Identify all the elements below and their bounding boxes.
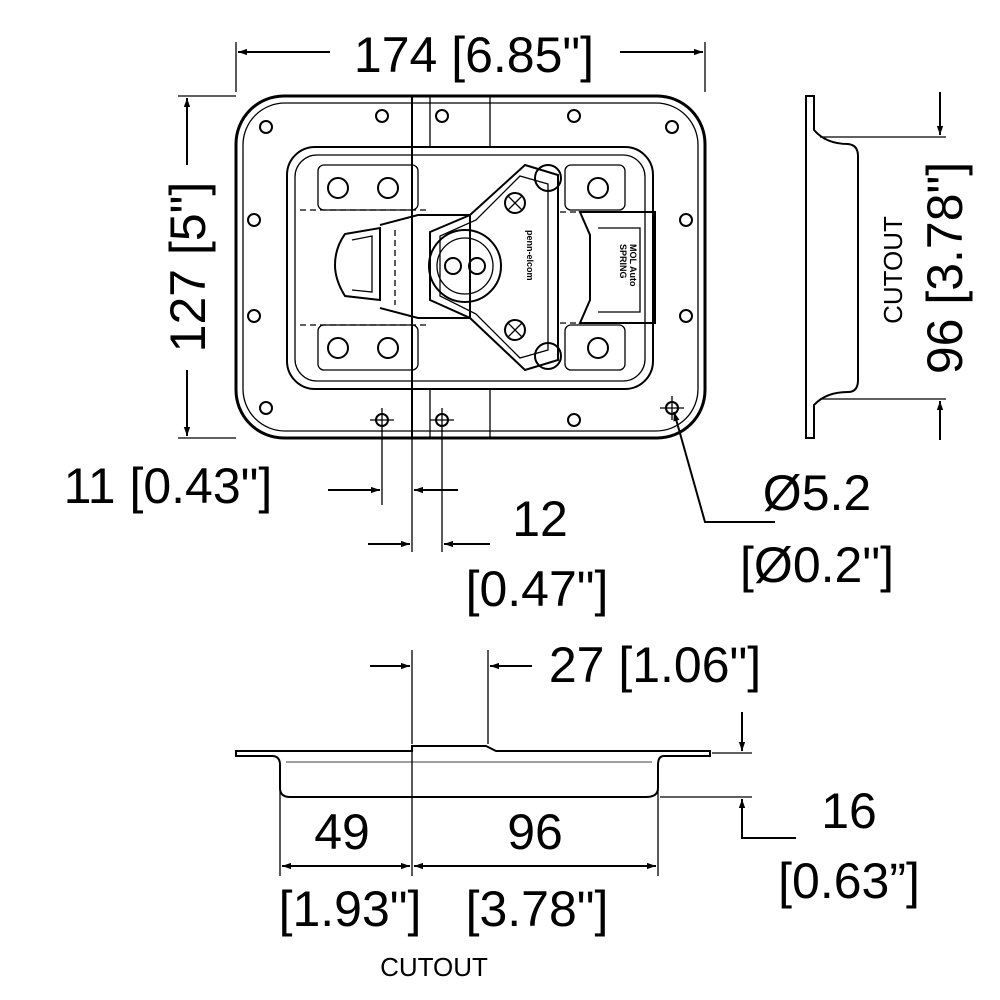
bottom-width-dimensions: 49 [1.93"] 96 [3.78"] CUTOUT (279, 790, 659, 982)
badge-line-2: SPRING (618, 244, 628, 279)
side-cutout-dimension: 96 [3.78"] (917, 162, 973, 374)
width-49-label: 49 (314, 804, 370, 860)
depth-label-top: 16 (821, 783, 877, 839)
latch-front-view: penn-elcom MOL Auto SPRING (234, 94, 707, 440)
overall-height-label: 127 [5"] (160, 182, 216, 353)
width-96-label-inch: [3.78"] (466, 881, 609, 937)
recessed-dish-inner (294, 154, 646, 382)
side-cutout-label: CUTOUT (878, 216, 908, 324)
rotary-latch-handle: penn-elcom (428, 163, 562, 372)
offset-12-label-top: 12 (512, 491, 568, 547)
width-49-label-inch: [1.93"] (279, 881, 422, 937)
width-96-label: 96 (507, 804, 563, 860)
overall-width-label: 174 [6.85"] (354, 27, 594, 83)
outer-plate-outline (234, 94, 707, 440)
depth-dimension: 16 [0.63”] (660, 712, 920, 909)
side-view: CUTOUT 96 [3.78"] (805, 92, 973, 440)
recessed-dish (286, 146, 654, 390)
hole-diameter-label: Ø5.2 (763, 465, 871, 521)
brand-marking: penn-elcom (525, 230, 535, 281)
depth-label-bottom: [0.63”] (778, 853, 920, 909)
overall-width-dimension: 174 [6.85"] (235, 27, 706, 92)
offset-11-dimension: 11 [0.43"] (64, 430, 458, 552)
section-view (235, 745, 711, 798)
bottom-cutout-label: CUTOUT (380, 952, 488, 982)
offset-11-label: 11 [0.43"] (64, 458, 273, 514)
right-catch: MOL Auto SPRING (560, 164, 656, 371)
outer-plate-inner-edge (242, 102, 699, 432)
overall-height-dimension: 127 [5"] (160, 95, 236, 439)
mounting-holes (247, 109, 693, 432)
badge-line-1: MOL Auto (628, 244, 638, 287)
hole-diameter-label-inch: [Ø0.2"] (740, 537, 894, 593)
offset-27-dimension: 27 [1.06"] (370, 637, 761, 744)
offset-12-dimension: 12 [0.47"] (368, 430, 608, 617)
offset-27-label: 27 [1.06"] (549, 637, 761, 693)
hole-diameter-callout: Ø5.2 [Ø0.2"] (673, 411, 894, 593)
offset-12-label-bottom: [0.47"] (466, 561, 609, 617)
